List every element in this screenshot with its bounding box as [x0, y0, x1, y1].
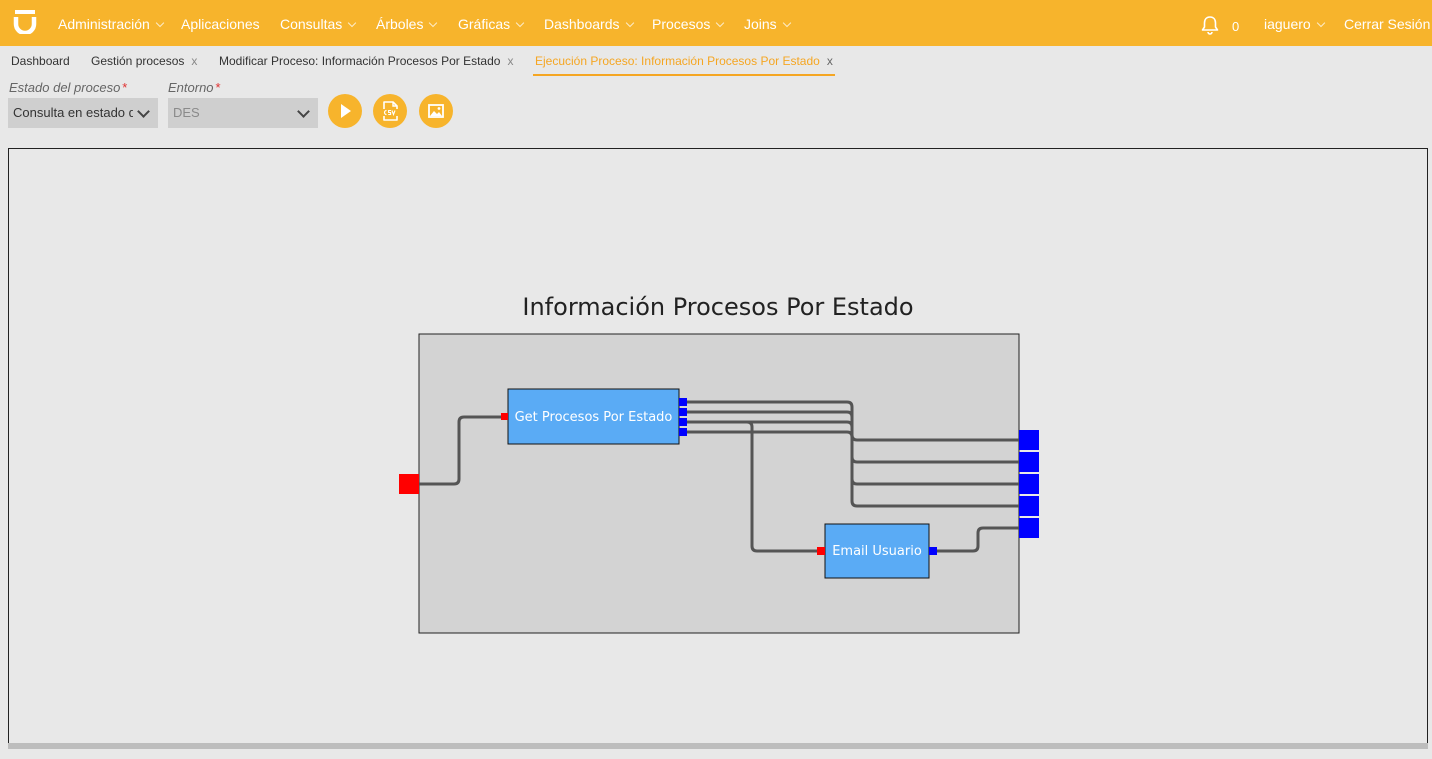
output-port[interactable] — [1019, 452, 1039, 472]
estado-label: Estado del proceso* — [9, 80, 128, 95]
node-input-port[interactable] — [501, 413, 508, 420]
chevron-down-icon — [515, 18, 525, 28]
node-label: Email Usuario — [832, 544, 922, 559]
chevron-down-icon — [137, 105, 150, 118]
wire-input-to-get — [419, 415, 501, 486]
nav-arboles[interactable]: Árboles — [376, 0, 438, 46]
notification-count: 0 — [1232, 19, 1240, 34]
node-output-port[interactable] — [929, 547, 937, 555]
export-image-button[interactable] — [419, 94, 453, 128]
node-label: Get Procesos Por Estado — [515, 410, 673, 425]
nav-graficas[interactable]: Gráficas — [458, 0, 525, 46]
nav-dashboards[interactable]: Dashboards — [544, 0, 634, 46]
chevron-down-icon — [782, 18, 791, 28]
chevron-down-icon — [297, 105, 310, 118]
chevron-down-icon — [155, 18, 165, 28]
close-icon[interactable]: x — [826, 54, 833, 68]
connection-wires — [419, 400, 1019, 553]
chevron-down-icon — [716, 18, 725, 28]
process-output-ports — [1019, 430, 1039, 538]
logout-link[interactable]: Cerrar Sesión — [1344, 16, 1431, 32]
chevron-down-icon — [625, 18, 634, 28]
app-logo[interactable] — [13, 10, 37, 34]
nav-consultas[interactable]: Consultas — [280, 0, 357, 46]
node-box[interactable] — [824, 523, 930, 579]
csv-icon — [381, 101, 398, 121]
process-diagram-canvas[interactable]: Información Procesos Por Estado Get Proc… — [8, 148, 1428, 746]
node-input-port[interactable] — [817, 547, 825, 555]
node-get-procesos[interactable]: Get Procesos Por Estado — [501, 388, 687, 445]
required-mark: * — [215, 80, 221, 95]
entorno-select[interactable]: DES — [168, 98, 318, 128]
node-output-port[interactable] — [679, 428, 687, 436]
node-output-port[interactable] — [679, 418, 687, 426]
close-icon[interactable]: x — [507, 54, 514, 68]
chevron-down-icon — [429, 18, 438, 28]
top-navbar: Administración Aplicaciones Consultas Ár… — [0, 0, 1432, 46]
tab-ejecucion-proceso[interactable]: Ejecución Proceso: Información Procesos … — [533, 52, 835, 76]
node-email-usuario[interactable]: Email Usuario — [817, 523, 937, 579]
wire-get-to-email — [687, 420, 817, 553]
estado-select[interactable]: Consulta en estado de — [8, 98, 158, 128]
entorno-select-value: DES — [173, 105, 200, 120]
wire-email-to-output — [937, 526, 1019, 553]
play-icon — [341, 104, 351, 118]
process-diagram: Información Procesos Por Estado Get Proc… — [399, 293, 1039, 634]
chevron-down-icon — [1316, 18, 1325, 28]
node-output-port[interactable] — [679, 398, 687, 406]
image-icon — [428, 104, 444, 118]
chevron-down-icon — [348, 18, 357, 28]
wire-out-4 — [687, 430, 1019, 508]
node-box[interactable] — [507, 388, 680, 445]
process-input-port[interactable] — [399, 474, 419, 494]
horizontal-scrollbar[interactable] — [8, 743, 1428, 749]
nav-joins[interactable]: Joins — [744, 0, 791, 46]
output-port[interactable] — [1019, 496, 1039, 516]
nav-aplicaciones[interactable]: Aplicaciones — [181, 16, 260, 32]
output-port[interactable] — [1019, 430, 1039, 450]
entorno-label: Entorno* — [168, 80, 221, 95]
required-mark: * — [122, 80, 128, 95]
close-icon[interactable]: x — [191, 54, 198, 68]
user-menu[interactable]: iaguero — [1264, 0, 1325, 46]
execute-button[interactable] — [328, 94, 362, 128]
tab-modificar-proceso[interactable]: Modificar Proceso: Información Procesos … — [219, 54, 514, 68]
diagram-title: Información Procesos Por Estado — [522, 293, 913, 321]
output-port[interactable] — [1019, 474, 1039, 494]
tab-dashboard[interactable]: Dashboard — [11, 54, 70, 68]
bell-icon[interactable] — [1201, 15, 1219, 35]
estado-select-value: Consulta en estado de — [13, 105, 133, 120]
nav-administracion[interactable]: Administración — [58, 0, 165, 46]
nav-procesos[interactable]: Procesos — [652, 0, 725, 46]
node-output-port[interactable] — [679, 408, 687, 416]
output-port[interactable] — [1019, 518, 1039, 538]
export-csv-button[interactable] — [373, 94, 407, 128]
